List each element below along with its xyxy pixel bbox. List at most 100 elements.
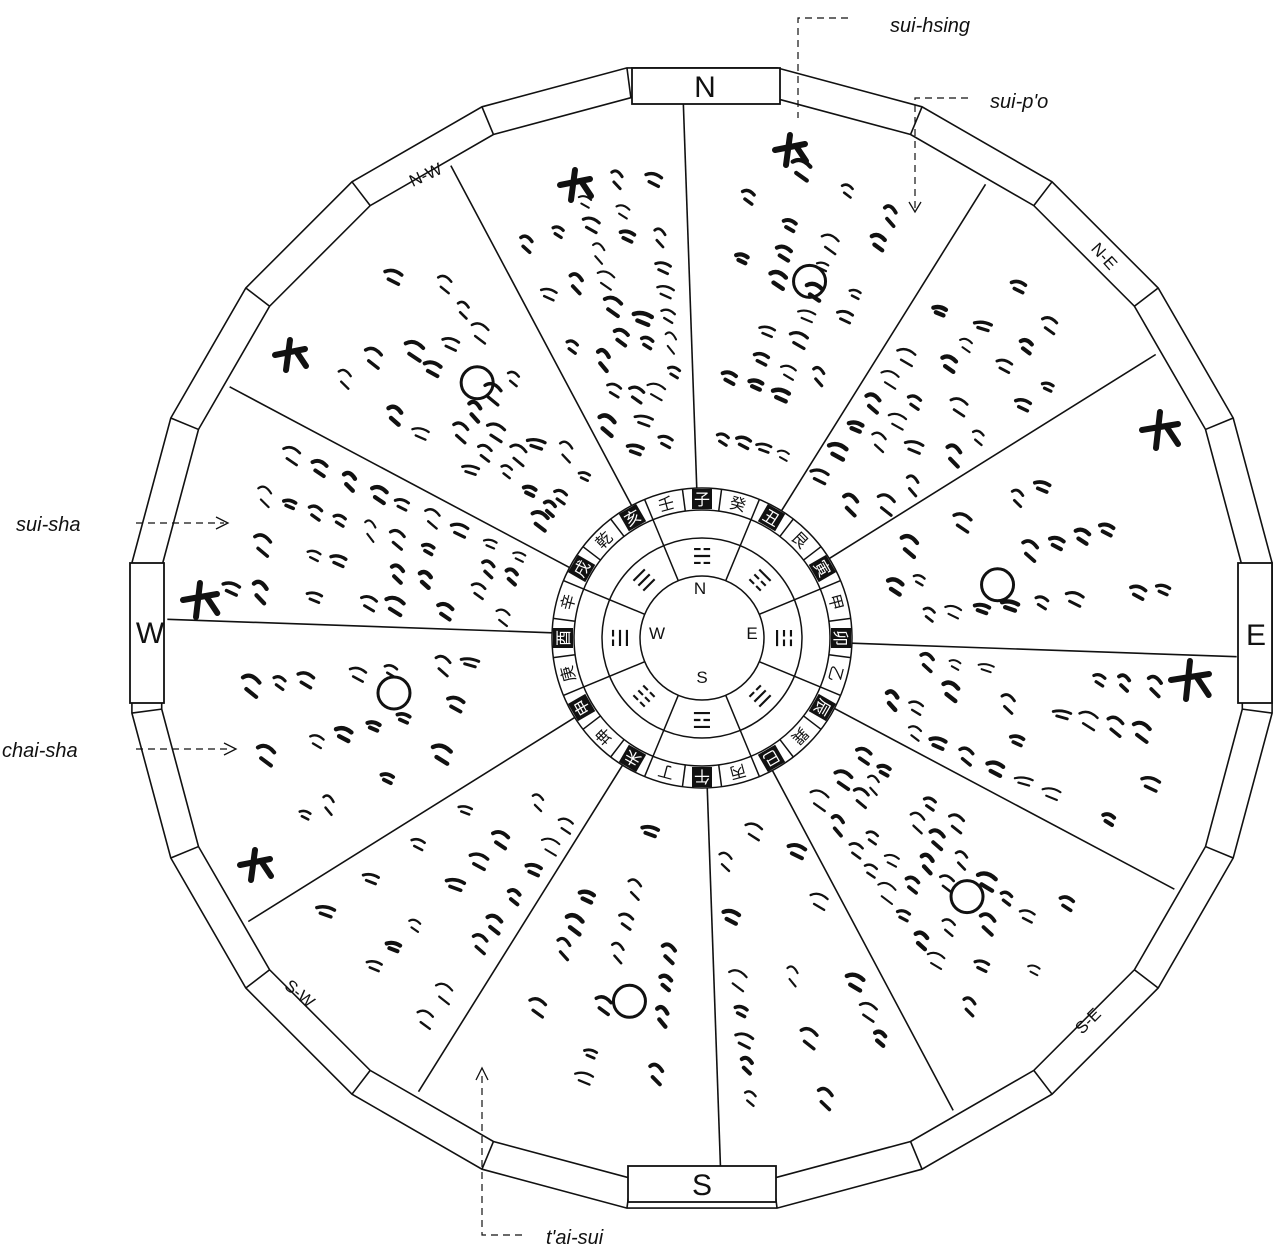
- ink-stroke: [838, 311, 853, 323]
- label-east: E: [1246, 619, 1266, 652]
- center-label-east: E: [746, 624, 757, 643]
- inner-ring-characters: 壬子癸丑艮寅甲卯乙辰巽巳丙午丁未坤申庚酉辛戌乾亥: [553, 489, 851, 787]
- ink-stroke: [669, 367, 680, 378]
- ink-stroke: [433, 746, 451, 764]
- ring-glyph: 酉: [554, 630, 573, 646]
- ink-stroke: [317, 907, 335, 917]
- ink-stroke: [365, 520, 375, 541]
- label-north: N: [694, 71, 716, 104]
- annotation-sui-sha: sui-sha: [16, 514, 80, 536]
- ink-stroke: [960, 748, 973, 765]
- ink-stroke: [425, 362, 441, 376]
- ink-stroke: [438, 276, 451, 293]
- trigram-glyph: ☷: [629, 679, 661, 711]
- ink-stroke: [1100, 525, 1113, 536]
- trigram-glyph: ☵: [692, 545, 712, 570]
- trigram-glyph: ☱: [609, 628, 634, 648]
- ink-stroke: [412, 839, 425, 850]
- ink-stroke: [773, 390, 789, 402]
- ink-stroke: [484, 540, 497, 549]
- ink-stroke: [425, 509, 439, 528]
- ink-stroke: [868, 776, 879, 795]
- ink-stroke: [344, 473, 355, 491]
- ink-stroke: [350, 668, 366, 682]
- ring-glyph: 庚: [557, 664, 579, 684]
- ink-stroke: [1050, 538, 1064, 549]
- ink-stroke: [657, 286, 673, 298]
- ring-divider: [820, 581, 840, 589]
- ink-stroke: [571, 274, 583, 293]
- ink-stroke: [865, 865, 877, 878]
- ink-stroke: [583, 218, 599, 233]
- ink-stroke: [533, 794, 543, 811]
- ink-stroke: [975, 322, 992, 330]
- ring-glyph: 午: [694, 767, 710, 786]
- label-south: S: [692, 1169, 712, 1202]
- large-ink-character: [1171, 661, 1209, 699]
- ink-stroke: [308, 551, 321, 561]
- ring-divider: [563, 687, 583, 695]
- ring-divider: [829, 655, 851, 658]
- ink-stroke: [650, 1065, 662, 1085]
- trigram-glyph: ☰: [629, 565, 661, 597]
- ink-stroke: [1043, 788, 1061, 800]
- ink-stroke: [905, 442, 923, 454]
- ink-stroke: [960, 339, 972, 352]
- trigram-divider: [584, 662, 645, 687]
- ink-stroke: [521, 236, 532, 252]
- ink-stroke: [724, 911, 740, 924]
- ink-stroke: [897, 349, 915, 366]
- ink-stroke: [842, 185, 853, 198]
- ink-stroke: [412, 428, 428, 439]
- ring-glyph: 丙: [728, 761, 748, 783]
- ink-stroke: [483, 561, 494, 578]
- ink-stroke: [397, 714, 409, 723]
- ink-stroke: [560, 442, 572, 463]
- ink-stroke: [907, 877, 919, 892]
- trigram-divider: [653, 520, 678, 581]
- ink-stroke: [628, 445, 643, 454]
- ink-stroke: [642, 827, 658, 837]
- large-ink-character: [240, 850, 271, 880]
- ink-stroke: [850, 290, 861, 299]
- ink-stroke: [814, 368, 824, 386]
- ink-stroke: [1002, 601, 1018, 610]
- ring-divider: [780, 740, 793, 757]
- ink-stroke: [1012, 281, 1026, 292]
- band-tick: [1034, 1070, 1052, 1094]
- ink-stroke: [933, 307, 946, 315]
- ink-stroke: [789, 845, 806, 858]
- annotation-sui-po: sui-p'o: [990, 91, 1048, 113]
- ink-stroke: [600, 415, 615, 436]
- ink-stroke: [987, 763, 1003, 776]
- ink-stroke: [743, 190, 755, 204]
- ink-stroke: [1149, 677, 1161, 697]
- ink-stroke: [1076, 530, 1090, 544]
- ink-stroke: [860, 1003, 877, 1021]
- ink-stroke: [1002, 695, 1014, 714]
- sector-dividers: [167, 103, 1236, 1172]
- ink-stroke: [902, 536, 917, 557]
- ink-stroke: [300, 811, 311, 820]
- ink-stroke: [973, 431, 983, 445]
- label-northeast: N-E: [1087, 239, 1121, 273]
- sector-divider: [772, 770, 953, 1110]
- ink-stroke: [635, 416, 653, 426]
- ink-stroke: [777, 247, 791, 261]
- band-tick: [482, 107, 493, 135]
- ink-stroke: [657, 1007, 667, 1027]
- ink-stroke: [448, 698, 464, 712]
- ink-stroke: [924, 608, 935, 621]
- trigram-divider: [759, 662, 820, 687]
- trigram-ring: ☵☶☳☴☲☷☱☰: [609, 545, 795, 731]
- ring-glyph: 乙: [825, 664, 847, 684]
- ink-stroke: [598, 350, 609, 371]
- ink-stroke: [956, 852, 967, 870]
- ink-stroke: [784, 220, 796, 231]
- ink-stroke: [385, 270, 402, 284]
- ink-stroke: [298, 673, 313, 688]
- ink-stroke: [511, 445, 526, 466]
- ink-stroke: [385, 665, 397, 677]
- ink-stroke: [822, 235, 839, 254]
